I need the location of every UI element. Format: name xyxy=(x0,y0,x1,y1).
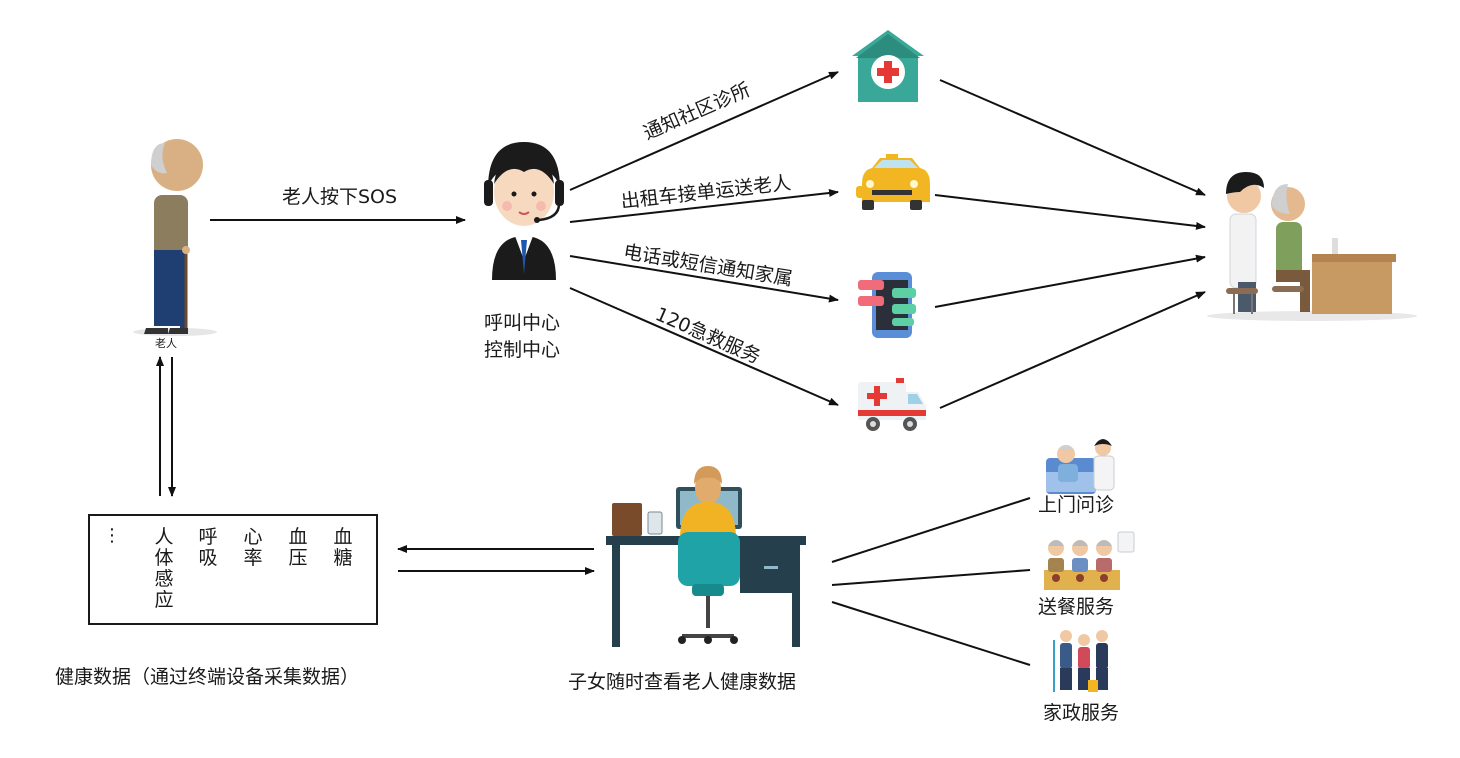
health-item-char: 糖 xyxy=(333,547,353,569)
arrow-clinic-to-doctor xyxy=(939,79,1206,196)
health-item-blood-sugar: 血 糖 xyxy=(333,527,353,569)
housekeeping-illustration xyxy=(1053,630,1108,692)
health-item-char: 应 xyxy=(154,589,174,611)
health-item-char: 血 xyxy=(288,526,308,548)
health-data-caption: 健康数据（通过终端设备采集数据） xyxy=(55,666,360,688)
health-item-char: 感 xyxy=(154,568,174,590)
health-item-char: 血 xyxy=(333,526,353,548)
line-to-meal xyxy=(831,569,1031,586)
call-center-label-line1: 呼叫中心 xyxy=(484,312,561,334)
elderly-person-illustration xyxy=(133,139,217,336)
taxi-icon xyxy=(856,154,930,210)
elder-label: 老人 xyxy=(155,337,177,350)
meal-delivery-illustration xyxy=(1044,531,1135,590)
arrow-to-taxi xyxy=(569,189,839,223)
health-item-char: 吸 xyxy=(198,547,218,569)
desk-computer-illustration xyxy=(606,466,806,647)
arrow-phone-to-doctor xyxy=(934,254,1206,308)
health-item-char: 心 xyxy=(243,526,263,548)
health-item-char: 率 xyxy=(243,547,263,569)
health-item-char: 压 xyxy=(288,547,308,569)
health-item-body-sensing: 人 体 感 应 xyxy=(154,527,174,611)
health-item-char: 呼 xyxy=(198,526,218,548)
children-caption: 子女随时查看老人健康数据 xyxy=(568,671,797,693)
line-to-housekeeping xyxy=(831,601,1031,666)
arrow-to-clinic xyxy=(569,71,839,191)
arrow-to-ambulance xyxy=(569,287,839,406)
health-data-ellipsis: ⋮ xyxy=(103,525,121,546)
meal-delivery-label: 送餐服务 xyxy=(1038,596,1115,618)
ambulance-icon xyxy=(858,378,926,431)
sos-label: 老人按下SOS xyxy=(282,186,398,208)
doctor-consultation-illustration xyxy=(1207,172,1417,321)
call-center-operator-illustration xyxy=(484,142,564,280)
clinic-icon xyxy=(852,30,924,102)
arrow-to-phone xyxy=(569,255,839,303)
call-center-label-line2: 控制中心 xyxy=(484,339,561,361)
home-visit-label: 上门问诊 xyxy=(1038,494,1115,516)
housekeeping-label: 家政服务 xyxy=(1043,702,1120,724)
health-item-heart-rate: 心 率 xyxy=(243,527,263,569)
arrow-ambulance-to-doctor xyxy=(939,291,1206,409)
line-to-home-visit xyxy=(831,497,1031,563)
health-item-char: 体 xyxy=(154,547,174,569)
health-item-respiration: 呼 吸 xyxy=(198,527,218,569)
home-visit-illustration xyxy=(1046,439,1115,494)
arrows xyxy=(156,71,1206,666)
health-item-blood-pressure: 血 压 xyxy=(288,527,308,569)
health-item-char: 人 xyxy=(154,526,174,548)
health-data-box xyxy=(88,514,378,625)
phone-sms-icon xyxy=(858,272,916,338)
arrow-taxi-to-doctor xyxy=(934,194,1206,230)
